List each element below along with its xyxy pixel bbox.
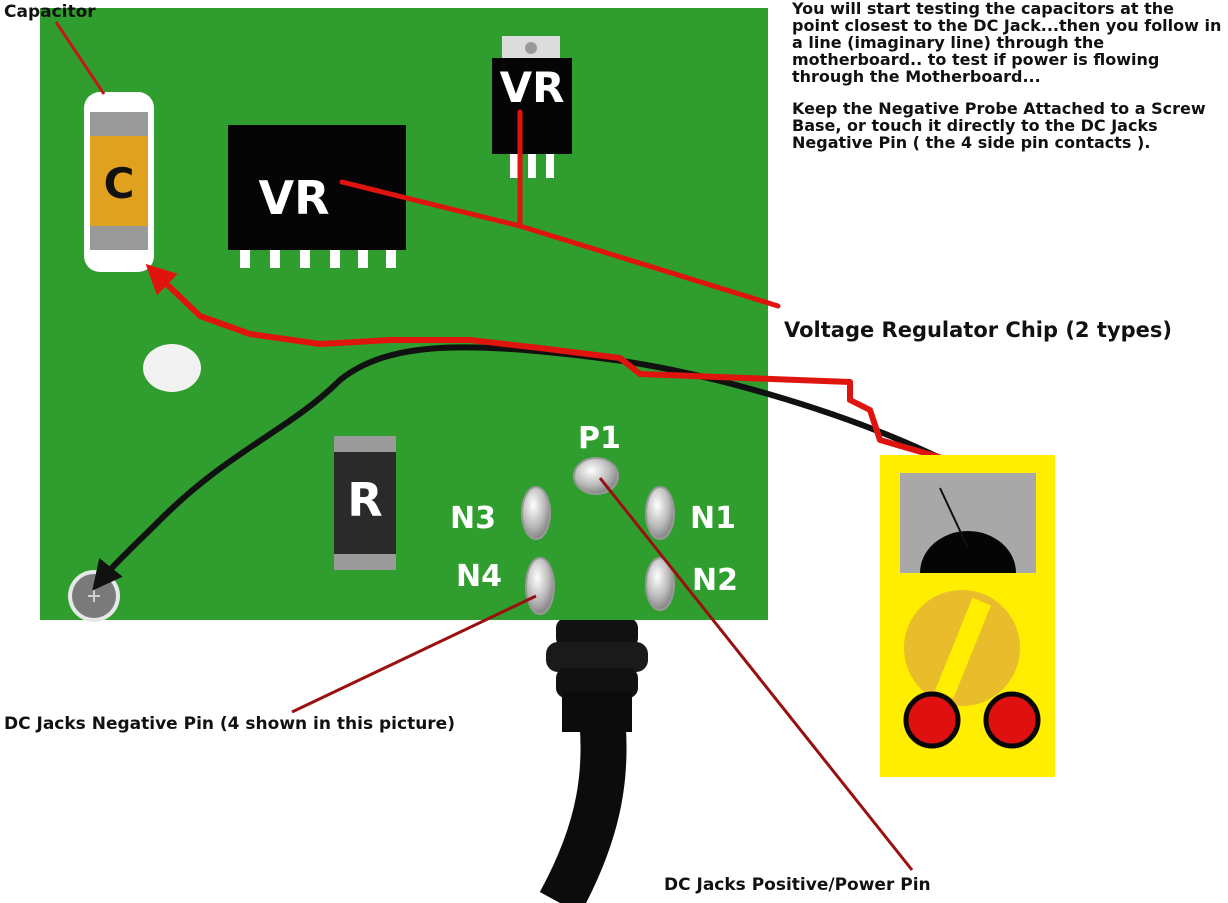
- resistor-letter: R: [347, 473, 382, 527]
- pin-label-n2: N2: [692, 563, 738, 598]
- capacitor: C: [84, 92, 154, 272]
- vr-leader-line: [339, 109, 781, 309]
- resistor: R: [334, 436, 396, 570]
- vr-large-label: VR: [258, 171, 329, 225]
- positive-probe-wire: [145, 263, 943, 461]
- capacitor-letter: C: [104, 159, 135, 208]
- capacitor-label: Capacitor: [4, 2, 96, 22]
- pin-n4: [525, 557, 555, 615]
- pin-p1: [573, 457, 619, 495]
- pin-label-n4: N4: [456, 559, 502, 594]
- negative-probe-wire: [92, 344, 942, 591]
- negative-pin-leader-line: [291, 594, 537, 714]
- mounting-hole: [143, 344, 201, 392]
- voltage-regulator-label: Voltage Regulator Chip (2 types): [784, 318, 1172, 342]
- dc-plug: [546, 618, 648, 732]
- pin-n1: [645, 486, 675, 540]
- instructions-paragraph-1: You will start testing the capacitors at…: [792, 0, 1222, 86]
- voltage-regulator-small: VR: [492, 36, 572, 178]
- pin-label-p1: P1: [578, 421, 621, 456]
- positive-pin-label: DC Jacks Positive/Power Pin: [664, 875, 931, 895]
- multimeter: [880, 455, 1055, 777]
- negative-pin-label: DC Jacks Negative Pin (4 shown in this p…: [4, 714, 455, 734]
- pin-label-n1: N1: [690, 501, 736, 536]
- vr-small-label: VR: [500, 63, 565, 112]
- instructions-paragraph-2: Keep the Negative Probe Attached to a Sc…: [792, 99, 1206, 152]
- screw-base: [68, 570, 120, 622]
- positive-pin-leader-line: [598, 477, 914, 871]
- voltage-regulator-large: VR: [228, 125, 406, 268]
- instructions: You will start testing the capacitors at…: [792, 0, 1222, 166]
- pin-n2: [645, 557, 675, 611]
- pin-n3: [521, 486, 551, 540]
- capacitor-leader-line: [54, 21, 106, 95]
- pin-label-n3: N3: [450, 501, 496, 536]
